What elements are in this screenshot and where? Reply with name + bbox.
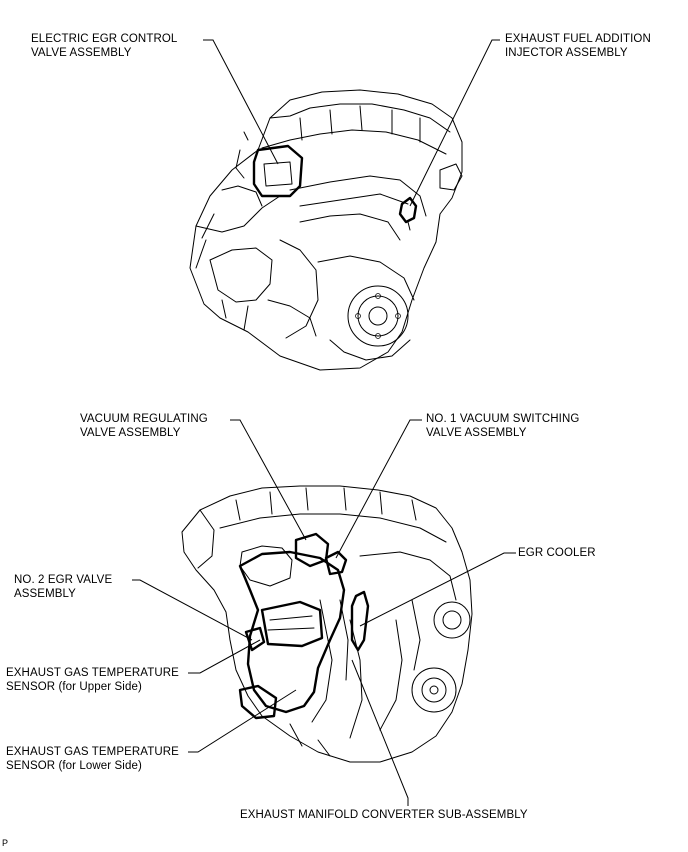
leader-manifold [351,659,409,806]
label-line: NO. 2 EGR VALVE [14,574,113,586]
corner-mark: P [2,838,9,848]
leader-egr-valve-2 [132,579,253,641]
leader-vacuum-regulating [230,419,307,541]
label-exhaust-manifold-converter: EXHAUST MANIFOLD CONVERTER SUB-ASSEMBLY [240,808,528,822]
top-engine-illustration [189,89,463,371]
label-line: VALVE ASSEMBLY [31,47,132,59]
leader-lines [132,39,516,806]
leader-egr-cooler [359,552,516,627]
bottom-engine-illustration [181,485,473,763]
label-line: ELECTRIC EGR CONTROL [31,33,178,45]
label-line: ASSEMBLY [14,588,76,600]
leader-fuel-injector [409,39,500,207]
label-no1-vacuum-switching-valve: NO. 1 VACUUM SWITCHING VALVE ASSEMBLY [426,412,579,440]
label-no2-egr-valve: NO. 2 EGR VALVE ASSEMBLY [14,573,112,601]
label-line: EXHAUST FUEL ADDITION [505,33,651,45]
label-line: SENSOR (for Upper Side) [6,681,142,693]
label-electric-egr-control-valve: ELECTRIC EGR CONTROL VALVE ASSEMBLY [31,32,177,60]
label-vacuum-regulating-valve: VACUUM REGULATING VALVE ASSEMBLY [80,412,208,440]
leader-temp-upper [188,639,261,674]
label-line: INJECTOR ASSEMBLY [505,47,628,59]
label-line: EXHAUST GAS TEMPERATURE [6,667,179,679]
label-line: NO. 1 VACUUM SWITCHING [426,413,580,425]
label-line: VALVE ASSEMBLY [426,427,527,439]
leader-vacuum-switching [335,419,422,559]
label-line: EXHAUST GAS TEMPERATURE [6,746,179,758]
label-line: VACUUM REGULATING [80,413,208,425]
label-line: EXHAUST MANIFOLD CONVERTER SUB-ASSEMBLY [240,809,528,821]
label-line: VALVE ASSEMBLY [80,427,181,439]
label-line: EGR COOLER [518,547,596,559]
label-egr-cooler: EGR COOLER [518,546,596,560]
label-line: SENSOR (for Lower Side) [6,760,142,772]
label-exhaust-gas-temp-sensor-lower: EXHAUST GAS TEMPERATURE SENSOR (for Lowe… [6,745,179,773]
label-exhaust-gas-temp-sensor-upper: EXHAUST GAS TEMPERATURE SENSOR (for Uppe… [6,666,179,694]
leader-temp-lower [188,689,297,753]
leader-egr-valve [203,39,279,165]
label-exhaust-fuel-addition-injector: EXHAUST FUEL ADDITION INJECTOR ASSEMBLY [505,32,651,60]
